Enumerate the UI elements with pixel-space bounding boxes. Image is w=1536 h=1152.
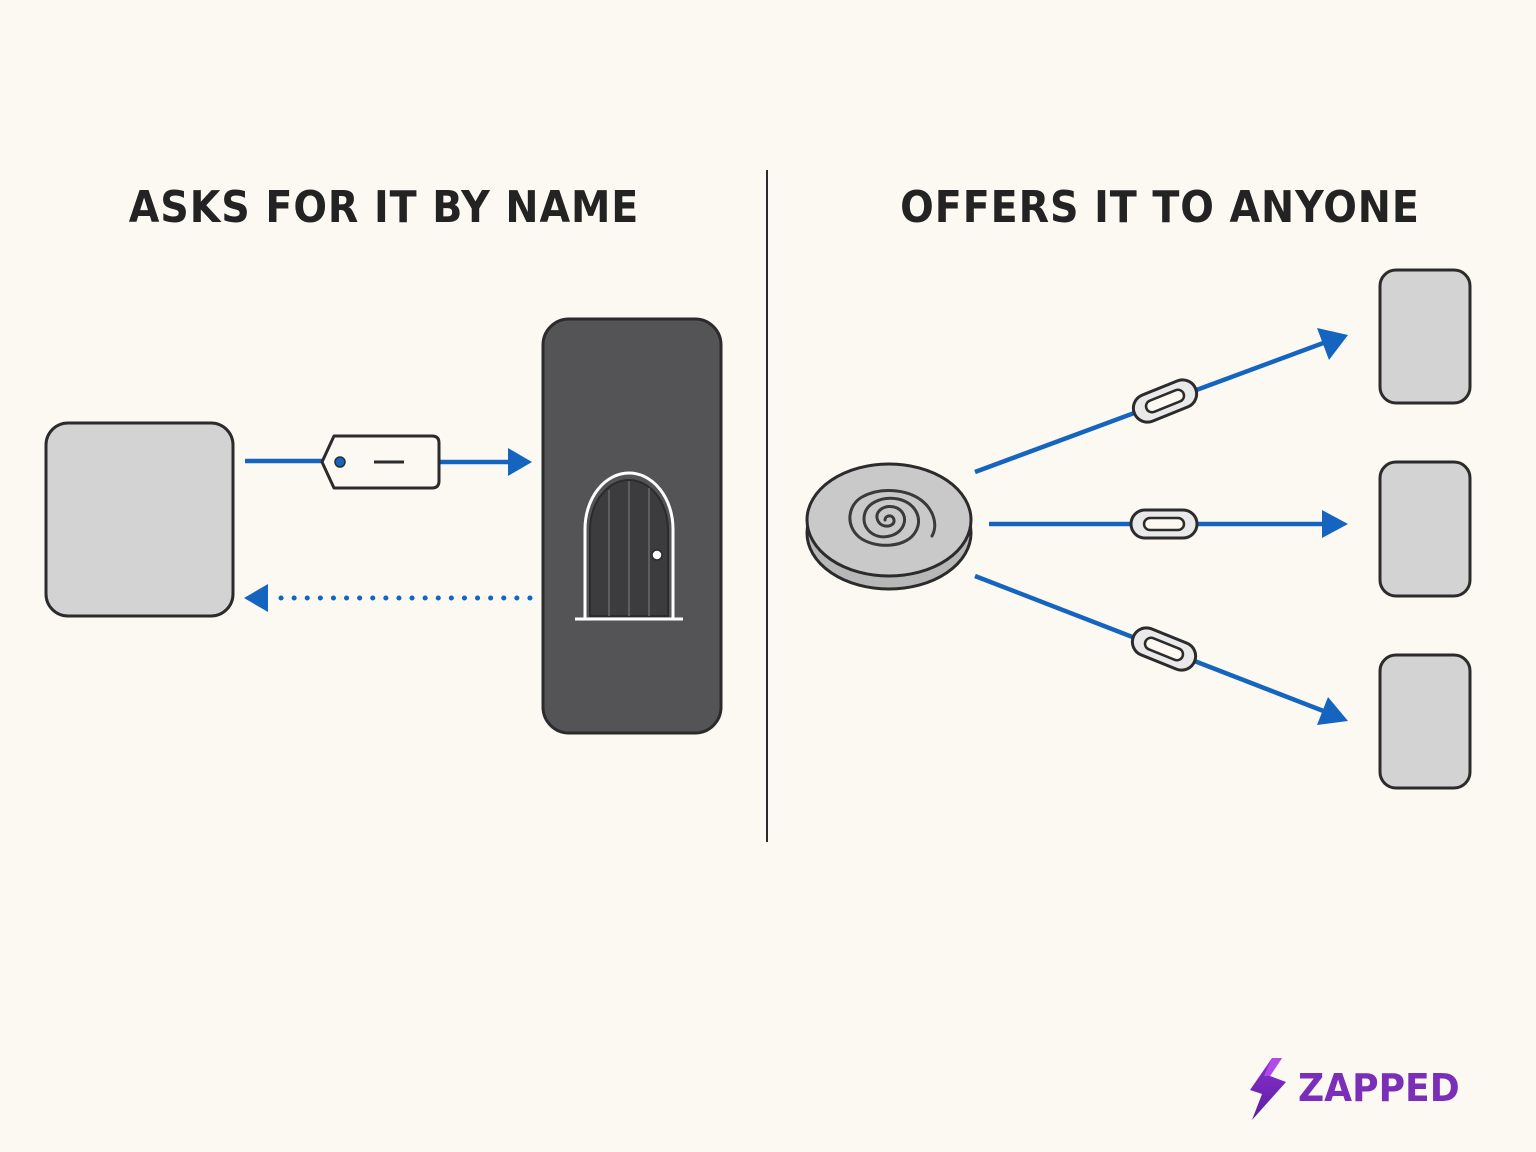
link-icon-middle <box>1129 508 1199 540</box>
request-arrowhead <box>508 448 532 476</box>
receiver-box-top <box>1378 268 1472 405</box>
client-box <box>44 421 235 618</box>
right-panel-heading: OFFERS IT TO ANYONE <box>900 182 1420 233</box>
link-icon-bottom <box>1130 626 1198 672</box>
door-icon <box>575 471 683 621</box>
response-arrowhead <box>244 584 268 612</box>
receiver-box-bottom <box>1378 653 1472 790</box>
lightning-bolt-icon <box>1250 1058 1286 1120</box>
broadcast-arrowhead-middle <box>1322 510 1348 538</box>
broadcast-disc-icon <box>805 462 973 591</box>
broadcast-arrowhead-top <box>1317 328 1348 360</box>
left-panel-heading: ASKS FOR IT BY NAME <box>128 182 640 233</box>
brand-logo: ZAPPED <box>1240 1052 1500 1124</box>
name-tag-icon <box>320 434 441 490</box>
receiver-box-middle <box>1378 460 1472 598</box>
broadcast-arrowhead-bottom <box>1317 697 1348 725</box>
link-icon-top <box>1131 378 1199 424</box>
brand-name: ZAPPED <box>1298 1066 1460 1110</box>
